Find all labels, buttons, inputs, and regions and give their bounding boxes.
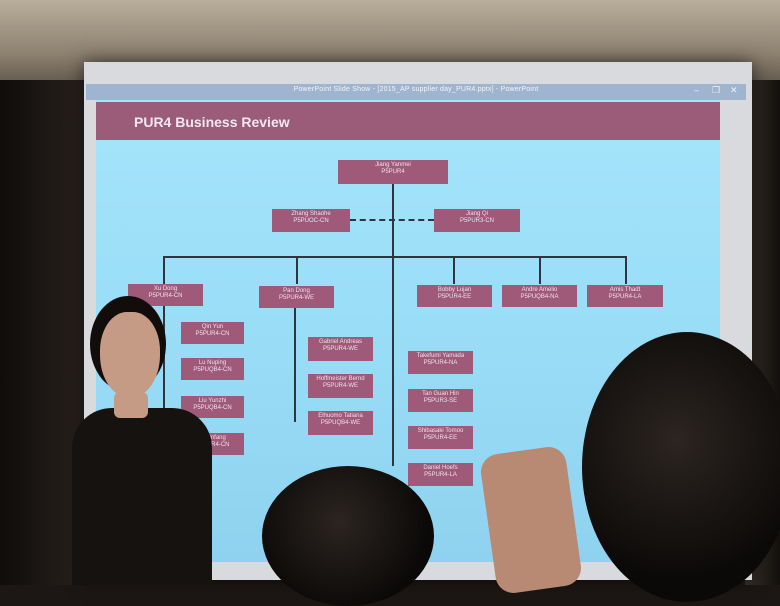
level2-bus-line xyxy=(163,256,627,258)
presenter-body xyxy=(72,408,212,585)
org-node-level2: Arnis Thadt P5PUR4-LA xyxy=(587,285,663,307)
drop-line-pan xyxy=(296,256,298,284)
close-icon[interactable]: ✕ xyxy=(730,85,738,95)
org-node-center-team: Daniel Hoefs P5PUR4-LA xyxy=(408,463,473,486)
org-node-level2: Xu Dong P5PUR4-CN xyxy=(128,284,203,306)
org-node-xu-team: Qin Yun P5PUR4-CN xyxy=(181,322,244,344)
trunk-line xyxy=(392,184,394,466)
org-node-center-team: Takefumi Yamada P5PUR4-NA xyxy=(408,351,473,374)
org-node-pan-team: Gabriel Andreas P5PUR4-WE xyxy=(308,337,373,361)
org-node-xu-team: Liu Yunzhi P5PUQB4-CN xyxy=(181,396,244,418)
org-node-assistant-right: Jiang Qi P5PUR3-CN xyxy=(434,209,520,232)
drop-line-xu xyxy=(163,256,165,284)
slide-title: PUR4 Business Review xyxy=(134,114,290,130)
audience-head-right xyxy=(582,332,780,602)
restore-icon[interactable]: ❐ xyxy=(712,85,721,95)
drop-line-arnis xyxy=(625,256,627,284)
org-node-assistant-left: Zhang Shaohe P5PUOC-CN xyxy=(272,209,350,232)
slide-header-bar: PUR4 Business Review xyxy=(96,102,720,140)
org-node-level2: Bobby Lujan P5PUR4-EE xyxy=(417,285,492,307)
org-node-level2: Pan Dong P5PUR4-WE xyxy=(259,286,334,308)
org-node-xu-team: Lu Nuping P5PUQB4-CN xyxy=(181,358,244,380)
org-node-top: Jiang Yanmei P5PUR4 xyxy=(338,160,448,184)
pan-team-line xyxy=(294,308,296,422)
org-node-pan-team: Hoffmeister Bernd P5PUR4-WE xyxy=(308,374,373,398)
drop-line-andre xyxy=(539,256,541,284)
org-node-pan-team: Elhuomo Tatiana P5PUQB4-WE xyxy=(308,411,373,435)
minimize-icon[interactable]: – xyxy=(694,85,700,95)
assistant-dashed-line xyxy=(350,219,434,221)
window-titlebar[interactable]: PowerPoint Slide Show - [2015_AP supplie… xyxy=(86,84,746,100)
window-title: PowerPoint Slide Show - [2015_AP supplie… xyxy=(293,86,539,93)
audience-head-center xyxy=(262,466,434,606)
presenter-face xyxy=(100,312,160,398)
org-node-level2: Andre Amelio P5PUQB4-NA xyxy=(502,285,577,307)
org-node-center-team: Shibasaki Tomoo P5PUR4-EE xyxy=(408,426,473,449)
presenter-neck xyxy=(114,392,148,418)
drop-line-bobby xyxy=(453,256,455,284)
xu-team-line xyxy=(163,306,165,448)
org-node-center-team: Tan Guan Hin P5PUR3-SE xyxy=(408,389,473,412)
